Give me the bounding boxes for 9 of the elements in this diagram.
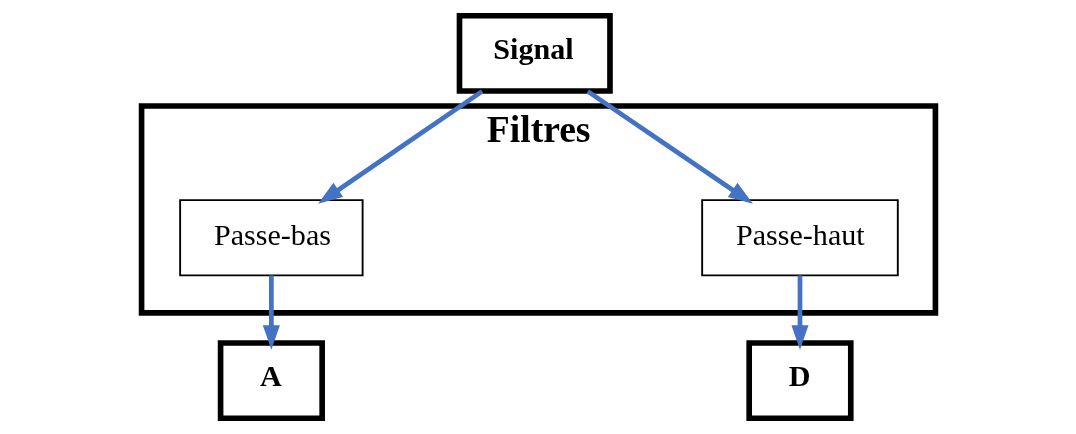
arrow <box>317 89 483 204</box>
node-box: Passe-bas <box>178 199 364 277</box>
arrow <box>585 89 753 204</box>
arrow <box>262 275 280 350</box>
node-box: D <box>745 340 854 422</box>
node-box: Passe-haut <box>700 199 899 277</box>
node-box: A <box>217 340 325 422</box>
arrow <box>790 275 809 350</box>
node-box: Signal <box>456 12 613 94</box>
